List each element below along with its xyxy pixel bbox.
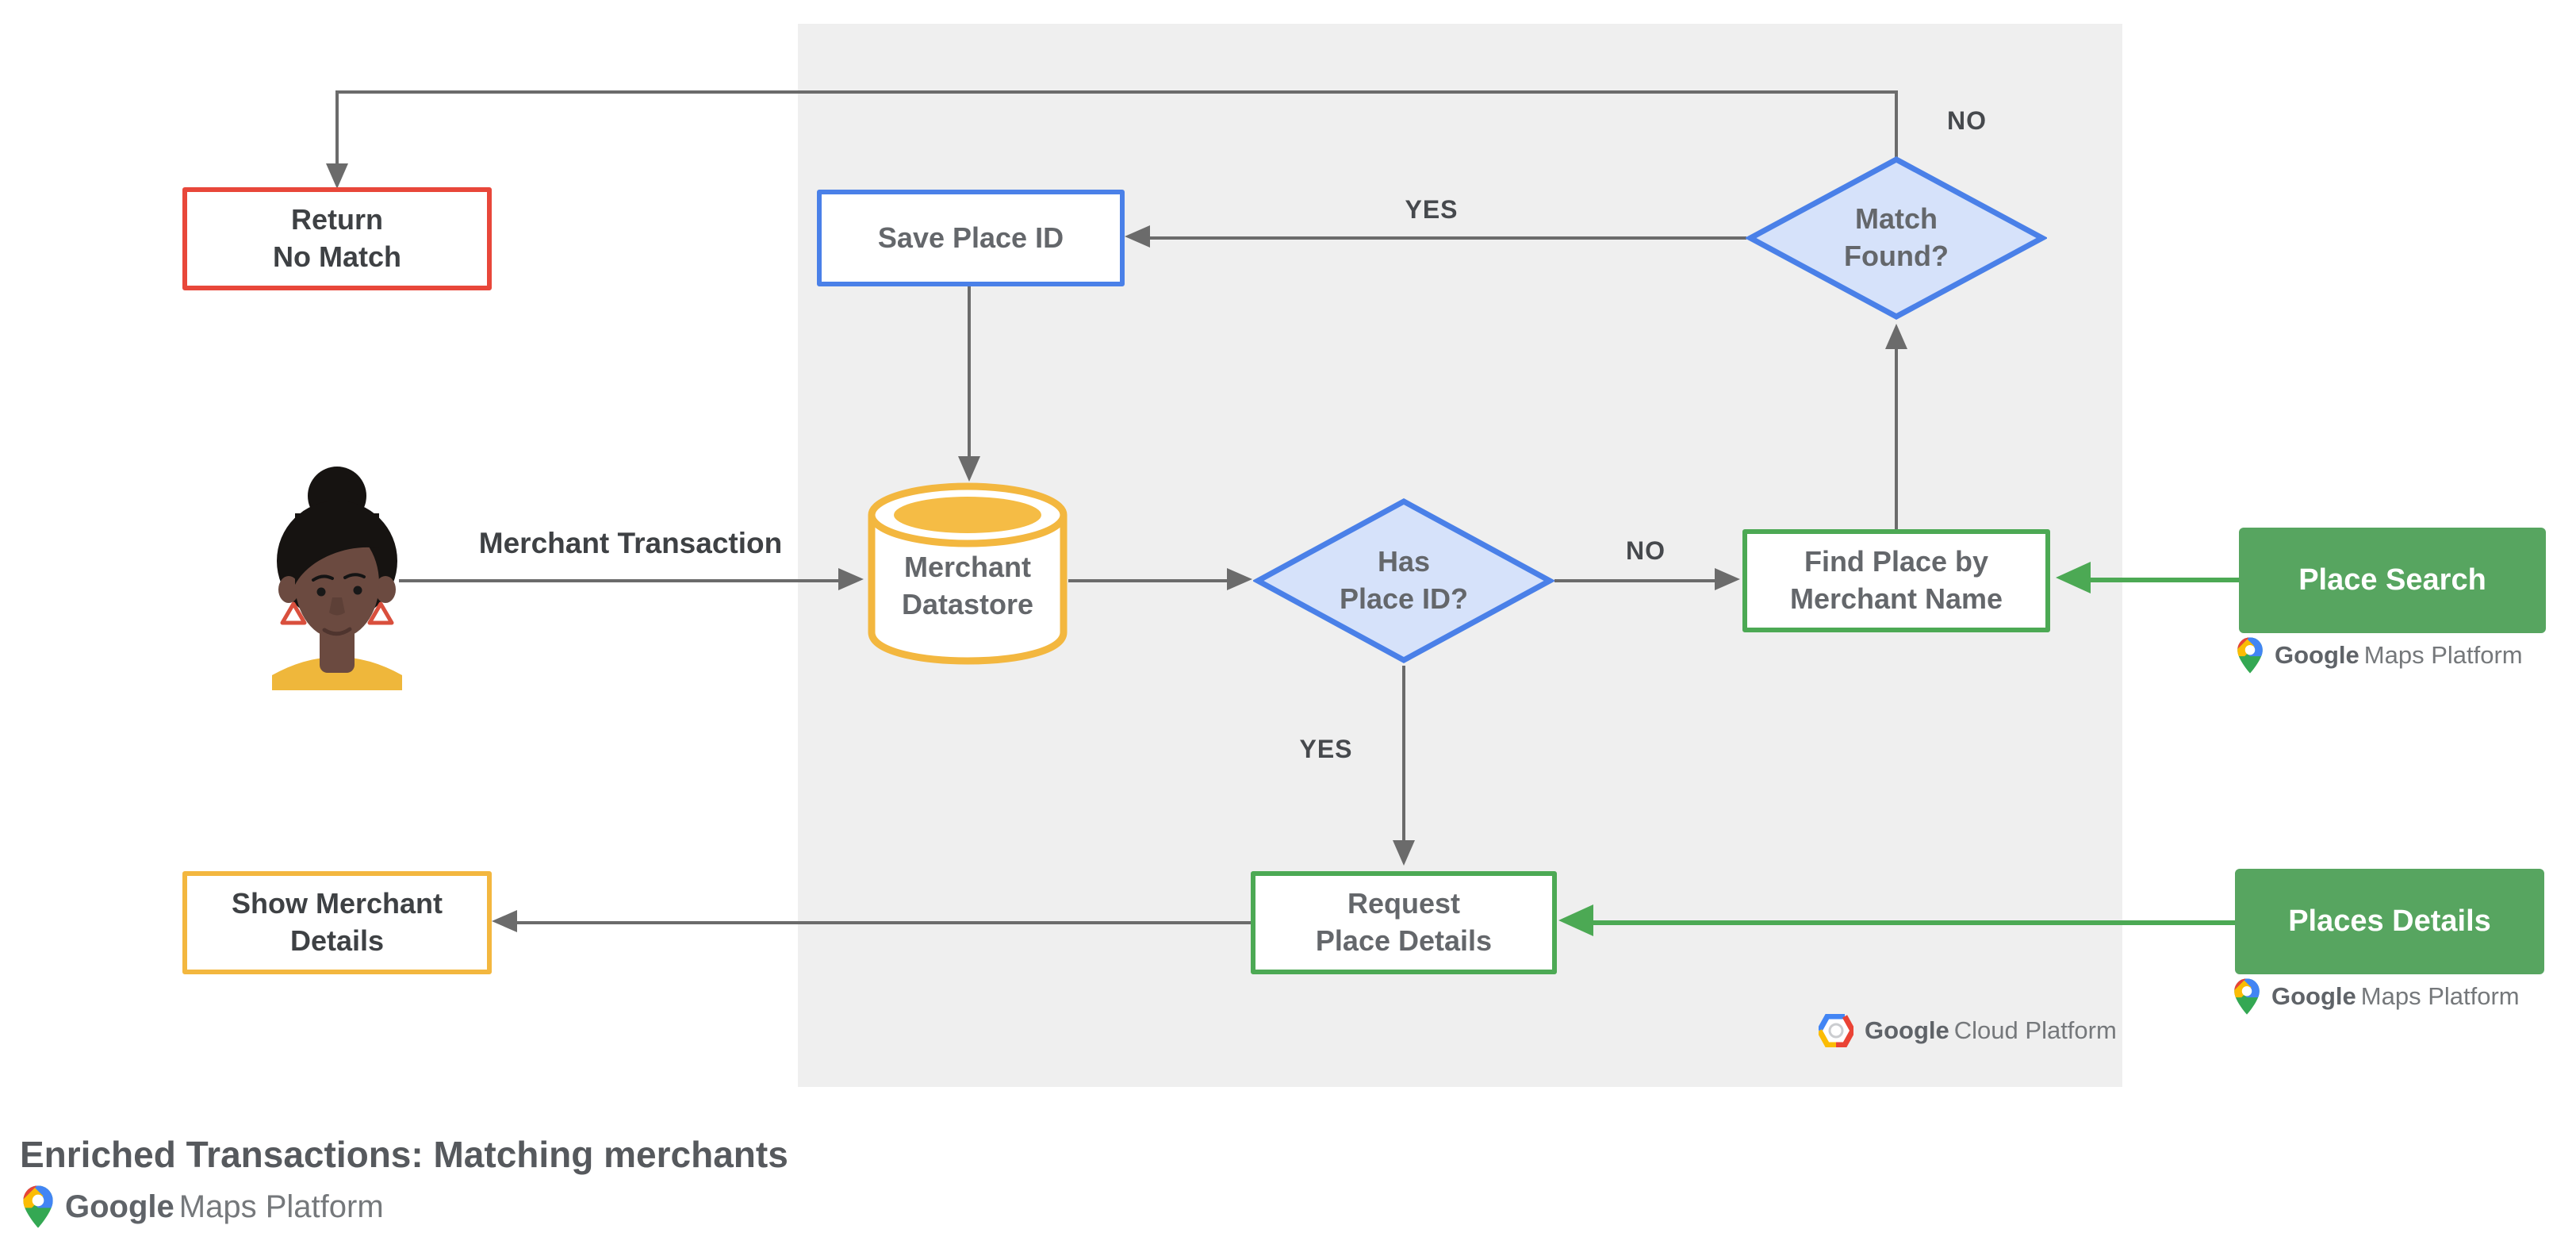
match-found-node: Match Found? <box>1746 156 2047 321</box>
connector-save-to-datastore <box>968 286 971 458</box>
show-merchant-details-node: Show Merchant Details <box>182 871 492 974</box>
place-search-api-node: Place Search <box>2239 528 2546 633</box>
no-label-match-found: NO <box>1947 106 1987 135</box>
arrowhead-into-request-box <box>1393 840 1415 866</box>
has-place-id-label-line1: Has <box>1377 545 1431 578</box>
connector-no-has-to-find <box>1554 579 1716 582</box>
place-search-label: Place Search <box>2298 563 2486 597</box>
connector-request-to-show <box>516 921 1251 924</box>
show-merchant-details-label-line1: Show Merchant <box>231 887 443 920</box>
match-found-diamond-shape <box>1746 156 2047 320</box>
save-place-id-label: Save Place ID <box>877 221 1064 254</box>
connector-no-top-right-rise <box>1895 90 1898 160</box>
merchant-transaction-edge-label: Merchant Transaction <box>478 527 783 559</box>
connector-datastore-to-has <box>1068 579 1229 582</box>
gcp-logo-product-text: Cloud Platform <box>1953 1016 2117 1044</box>
has-place-id-node: Has Place ID? <box>1253 497 1554 664</box>
connector-place-search-to-find <box>2090 578 2239 582</box>
merchant-datastore-node: Merchant Datastore <box>867 549 1068 624</box>
merchant-datastore-label-line2: Datastore <box>901 587 1034 620</box>
find-place-label-line2: Merchant Name <box>1789 582 2003 615</box>
google-maps-pin-icon <box>2234 978 2260 1015</box>
no-label-has-place-id: NO <box>1626 536 1666 565</box>
yes-label-match-found: YES <box>1405 195 1459 224</box>
google-maps-pin-icon <box>23 1185 53 1228</box>
arrowhead-into-has-diamond <box>1227 568 1252 590</box>
places-details-api-node: Places Details <box>2235 869 2544 974</box>
find-place-label-line1: Find Place by <box>1804 545 1989 578</box>
google-maps-pin-icon <box>2237 637 2263 674</box>
show-merchant-details-label-line2: Details <box>289 924 385 957</box>
gmp-logo-product-text: Maps Platform <box>2360 982 2520 1010</box>
google-cloud-hexagon-icon <box>1819 1014 1853 1047</box>
connector-yes-match-to-save <box>1149 236 1746 240</box>
gcp-logo-brand-text: Google <box>1865 1016 1949 1044</box>
connector-yes-has-to-request <box>1402 666 1405 842</box>
places-details-label: Places Details <box>2288 904 2491 938</box>
match-found-label-line2: Found? <box>1844 240 1949 272</box>
return-no-match-label-line1: Return <box>291 203 383 236</box>
connector-no-top <box>335 90 1896 94</box>
return-no-match-label-line2: No Match <box>273 240 401 273</box>
diagram-title: Enriched Transactions: Matching merchant… <box>20 1134 788 1175</box>
connector-user-to-datastore <box>399 579 840 582</box>
has-place-id-diamond-shape <box>1253 498 1554 663</box>
request-place-details-label-line1: Request <box>1347 887 1461 920</box>
return-no-match-node: Return No Match <box>182 187 492 290</box>
gmp-logo-brand-text: Google <box>2275 641 2359 669</box>
gmp-logo-brand-text: Google <box>2271 982 2356 1010</box>
gmp-logo-brand-text: Google <box>65 1189 174 1224</box>
save-place-id-node: Save Place ID <box>817 190 1125 286</box>
connector-no-top-left-drop <box>335 90 339 165</box>
merchant-datastore-label-line1: Merchant <box>903 551 1032 583</box>
connector-find-to-match <box>1895 349 1898 531</box>
arrowhead-green-into-find-box <box>2056 562 2091 593</box>
arrowhead-into-show-box <box>492 910 517 932</box>
request-place-details-node: Request Place Details <box>1251 871 1557 974</box>
has-place-id-label-line2: Place ID? <box>1339 582 1469 615</box>
arrowhead-into-datastore-left <box>838 568 864 590</box>
gmp-logo-product-text: Maps Platform <box>2363 641 2523 669</box>
yes-label-has-place-id: YES <box>1299 735 1353 763</box>
find-place-by-merchant-name-node: Find Place by Merchant Name <box>1742 529 2050 632</box>
arrowhead-into-match-diamond <box>1885 324 1907 349</box>
connector-places-details-to-request <box>1593 920 2235 925</box>
match-found-label-line1: Match <box>1854 202 1938 236</box>
database-cylinder-icon <box>868 482 1068 665</box>
gmp-logo-product-text: Maps Platform <box>178 1189 384 1224</box>
request-place-details-label-line2: Place Details <box>1315 924 1493 957</box>
user-avatar <box>272 467 402 690</box>
arrowhead-into-save-box <box>1125 225 1150 248</box>
arrowhead-into-find-box <box>1715 568 1740 590</box>
arrowhead-green-into-request-box <box>1558 904 1593 936</box>
arrowhead-into-return-box <box>326 163 348 189</box>
arrowhead-into-datastore <box>958 456 980 482</box>
